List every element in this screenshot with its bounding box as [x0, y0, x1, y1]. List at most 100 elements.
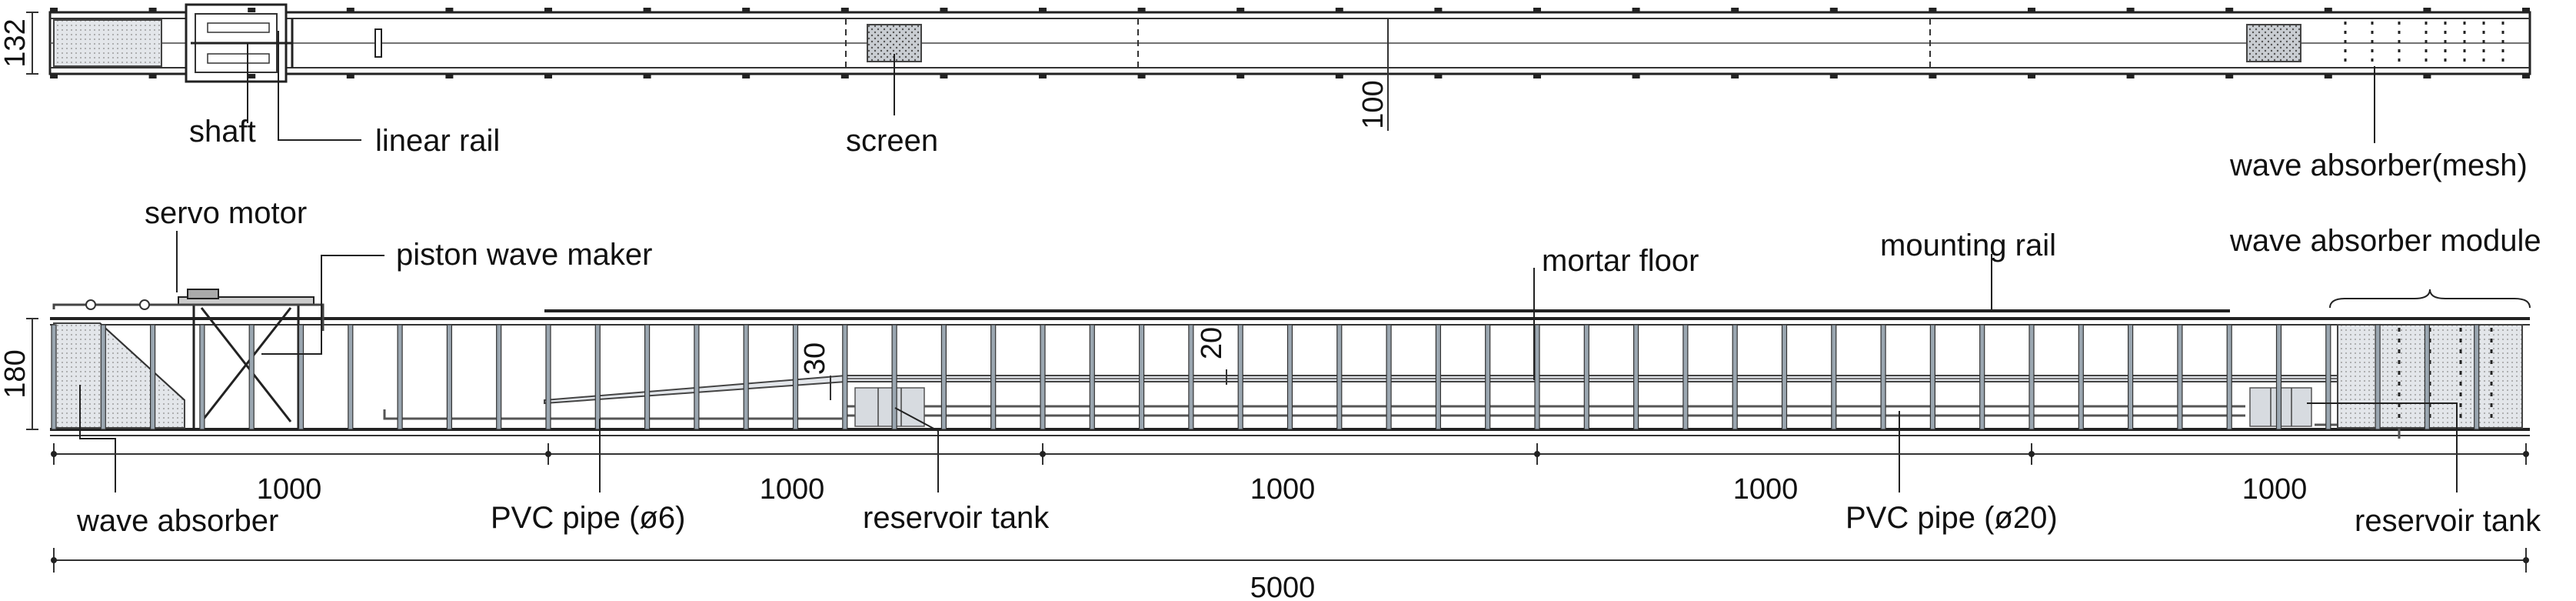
plan-slot — [374, 28, 382, 58]
servo-motor-label: servo motor — [145, 196, 307, 230]
plan-rail-upper — [207, 22, 270, 33]
plan-tick — [2324, 74, 2332, 78]
support-post — [644, 324, 651, 430]
support-post — [990, 324, 997, 430]
plan-tick — [1335, 74, 1343, 78]
plan-tick — [940, 74, 948, 78]
segment-tick-dot — [545, 451, 551, 457]
plan-tick — [1137, 74, 1146, 78]
plan-tick — [50, 74, 58, 78]
plan-tick — [346, 74, 354, 78]
absorber-module-brace — [2329, 289, 2531, 309]
plan-tick — [2028, 8, 2035, 12]
support-post — [496, 324, 502, 430]
plan-tick — [840, 74, 849, 78]
support-post — [1534, 324, 1540, 430]
plan-tick — [1731, 74, 1739, 78]
support-post — [1732, 324, 1738, 430]
plan-left-absorber — [53, 19, 162, 67]
plan-tick — [1434, 74, 1443, 78]
plan-tick — [1039, 8, 1047, 12]
support-post — [1089, 324, 1095, 430]
wave-absorber-leader — [79, 385, 116, 492]
plan-tick — [840, 8, 849, 12]
plan-tick — [248, 8, 256, 12]
plan-tick — [2225, 8, 2234, 12]
plan-support-ticks — [50, 8, 2530, 78]
support-post — [2474, 324, 2480, 430]
support-post — [1929, 324, 1935, 430]
support-post — [842, 324, 848, 430]
elevation-view: 180 30 20 servo motor piston wave maker … — [0, 196, 2541, 538]
plan-tick — [248, 74, 256, 78]
support-post — [446, 324, 453, 430]
plan-tick — [148, 74, 157, 78]
support-post — [1781, 324, 1788, 430]
plan-tick — [1829, 8, 1838, 12]
support-post — [2029, 324, 2035, 430]
piston-label: piston wave maker — [396, 238, 652, 272]
support-post — [891, 324, 897, 430]
plan-mesh-columns — [2344, 22, 2504, 66]
plan-tick — [1929, 8, 1937, 12]
support-post — [2275, 324, 2282, 430]
segment-tick-dot — [2029, 451, 2035, 457]
plan-tick — [742, 74, 751, 78]
support-post — [348, 324, 354, 430]
piston-leader — [261, 255, 384, 355]
support-post — [1435, 324, 1442, 430]
segment-tick-dot — [1534, 451, 1540, 457]
pvc20-label: PVC pipe (ø20) — [1845, 501, 2058, 535]
support-post — [2424, 324, 2430, 430]
plan-tick — [50, 8, 58, 12]
plan-tick — [1236, 74, 1245, 78]
support-post — [1979, 324, 1985, 430]
support-post — [100, 324, 106, 430]
support-post — [2325, 324, 2331, 430]
elev-slope-ramp — [544, 375, 2484, 405]
plan-tick — [2028, 74, 2035, 78]
plan-tick — [2324, 8, 2332, 12]
segment-tick-dot — [1040, 451, 1046, 457]
linear-rail-leader — [278, 31, 361, 141]
plan-tick — [643, 8, 651, 12]
elev-left-absorber — [53, 322, 185, 429]
elev-support-posts — [51, 324, 2480, 430]
support-post — [2128, 324, 2134, 430]
plan-tick — [2126, 74, 2135, 78]
segment-tick-dot — [2523, 451, 2529, 457]
plan-tick — [1137, 8, 1146, 12]
support-post — [1188, 324, 1194, 430]
plan-tick — [2522, 8, 2530, 12]
support-post — [2177, 324, 2183, 430]
support-post — [248, 324, 255, 430]
support-post — [743, 324, 749, 430]
support-post — [2375, 324, 2381, 430]
plan-tick — [346, 8, 354, 12]
support-post — [594, 324, 601, 430]
support-post — [1633, 324, 1639, 430]
support-post — [1040, 324, 1046, 430]
support-post — [940, 324, 947, 430]
pvc6-label: PVC pipe (ø6) — [491, 501, 685, 535]
support-post — [1286, 324, 1293, 430]
plan-tick — [940, 8, 948, 12]
screen-label: screen — [846, 124, 938, 158]
support-post — [1237, 324, 1243, 430]
elev-reservoir-tank-1 — [854, 387, 925, 427]
elev-pvc-pipe-6 — [383, 409, 842, 420]
mortar-floor-label: mortar floor — [1542, 244, 1699, 278]
support-post — [694, 324, 700, 430]
segment-ticks — [51, 443, 2529, 465]
segment-label-2: 1000 — [760, 473, 825, 506]
support-post — [1682, 324, 1689, 430]
plan-tick — [1335, 8, 1343, 12]
absorber-module-label: wave absorber module — [2229, 224, 2541, 258]
support-post — [51, 324, 57, 430]
support-post — [2078, 324, 2084, 430]
mesh-label: wave absorber(mesh) — [2229, 149, 2528, 182]
plan-tick — [2126, 8, 2135, 12]
segment-label-1: 1000 — [257, 473, 322, 506]
segment-label-5: 1000 — [2242, 473, 2308, 506]
plan-center-label: 100 — [1357, 80, 1390, 129]
